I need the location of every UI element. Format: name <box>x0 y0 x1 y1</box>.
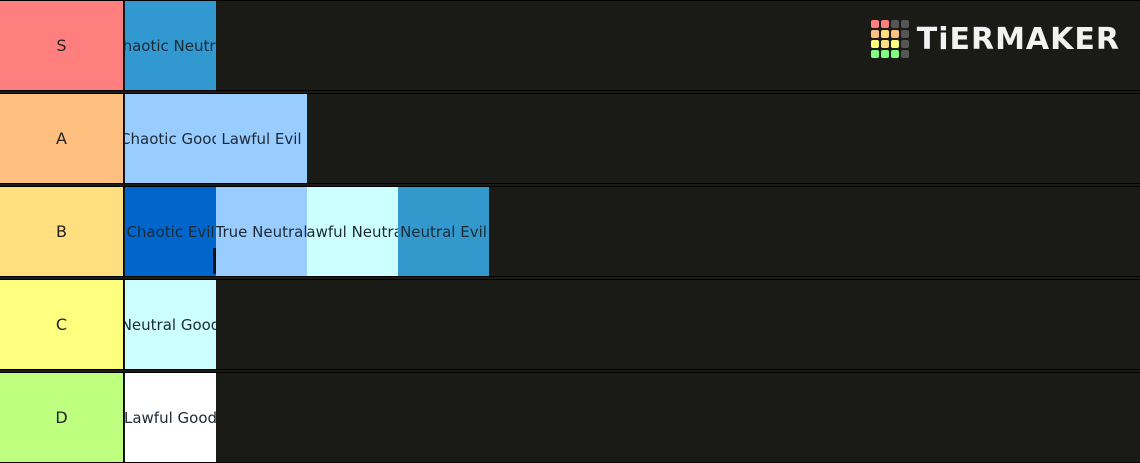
tier-items-b: Chaotic Evil True Neutral Lawful Neutral… <box>125 187 489 276</box>
logo-grid-icon <box>870 20 909 58</box>
logo-grid-cell <box>890 40 899 48</box>
tier-items-a: Chaotic Good Lawful Evil <box>125 94 307 183</box>
tier-item-true-neutral[interactable]: True Neutral <box>216 187 307 276</box>
tier-row-d: D Lawful Good <box>0 372 1140 463</box>
tier-item-chaotic-neutral[interactable]: Chaotic Neutral <box>125 1 216 90</box>
logo-grid-cell <box>870 40 879 48</box>
tier-item-label: Neutral Good <box>125 315 216 334</box>
tier-item-label: Lawful Neutral <box>307 222 398 241</box>
logo-grid-cell <box>890 30 899 38</box>
tier-item-label: True Neutral <box>216 222 307 241</box>
tier-item-label: Neutral Evil <box>400 222 487 241</box>
logo-grid-cell <box>880 50 889 58</box>
tier-items-s: Chaotic Neutral <box>125 1 216 90</box>
text-cursor-icon <box>213 248 216 274</box>
tier-label-c[interactable]: C <box>0 280 124 369</box>
logo-grid-cell <box>900 20 909 28</box>
logo-grid-cell <box>900 30 909 38</box>
tier-item-label: Lawful Good <box>125 408 216 427</box>
tier-items-d: Lawful Good <box>125 373 216 462</box>
logo-grid-cell <box>870 30 879 38</box>
tier-label-s[interactable]: S <box>0 1 124 90</box>
logo-grid-cell <box>870 50 879 58</box>
tier-item-label: Chaotic Evil <box>126 222 215 241</box>
tier-row-s: S Chaotic Neutral <box>0 0 1140 91</box>
tier-row-c: C Neutral Good <box>0 279 1140 370</box>
tier-item-lawful-neutral[interactable]: Lawful Neutral <box>307 187 398 276</box>
tier-item-label: Lawful Evil <box>221 129 302 148</box>
tier-item-chaotic-good[interactable]: Chaotic Good <box>125 94 216 183</box>
tier-item-chaotic-evil[interactable]: Chaotic Evil <box>125 187 216 276</box>
tier-row-a: A Chaotic Good Lawful Evil <box>0 93 1140 184</box>
tier-row-b: B Chaotic Evil True Neutral Lawful Neutr… <box>0 186 1140 277</box>
tiermaker-logo[interactable]: TiERMAKER <box>870 20 1120 58</box>
tier-item-label: Chaotic Good <box>125 129 216 148</box>
logo-grid-cell <box>900 50 909 58</box>
logo-grid-cell <box>880 30 889 38</box>
tier-item-neutral-evil[interactable]: Neutral Evil <box>398 187 489 276</box>
tier-item-neutral-good[interactable]: Neutral Good <box>125 280 216 369</box>
logo-grid-cell <box>890 20 899 28</box>
tier-items-c: Neutral Good <box>125 280 216 369</box>
logo-text: TiERMAKER <box>916 21 1120 57</box>
tier-label-a[interactable]: A <box>0 94 124 183</box>
logo-grid-cell <box>870 20 879 28</box>
tier-item-lawful-good[interactable]: Lawful Good <box>125 373 216 462</box>
logo-grid-cell <box>890 50 899 58</box>
tier-label-b[interactable]: B <box>0 187 124 276</box>
logo-grid-cell <box>880 40 889 48</box>
logo-grid-cell <box>880 20 889 28</box>
tier-label-d[interactable]: D <box>0 373 124 462</box>
tier-item-lawful-evil[interactable]: Lawful Evil <box>216 94 307 183</box>
logo-grid-cell <box>900 40 909 48</box>
tier-item-label: Chaotic Neutral <box>125 36 216 55</box>
